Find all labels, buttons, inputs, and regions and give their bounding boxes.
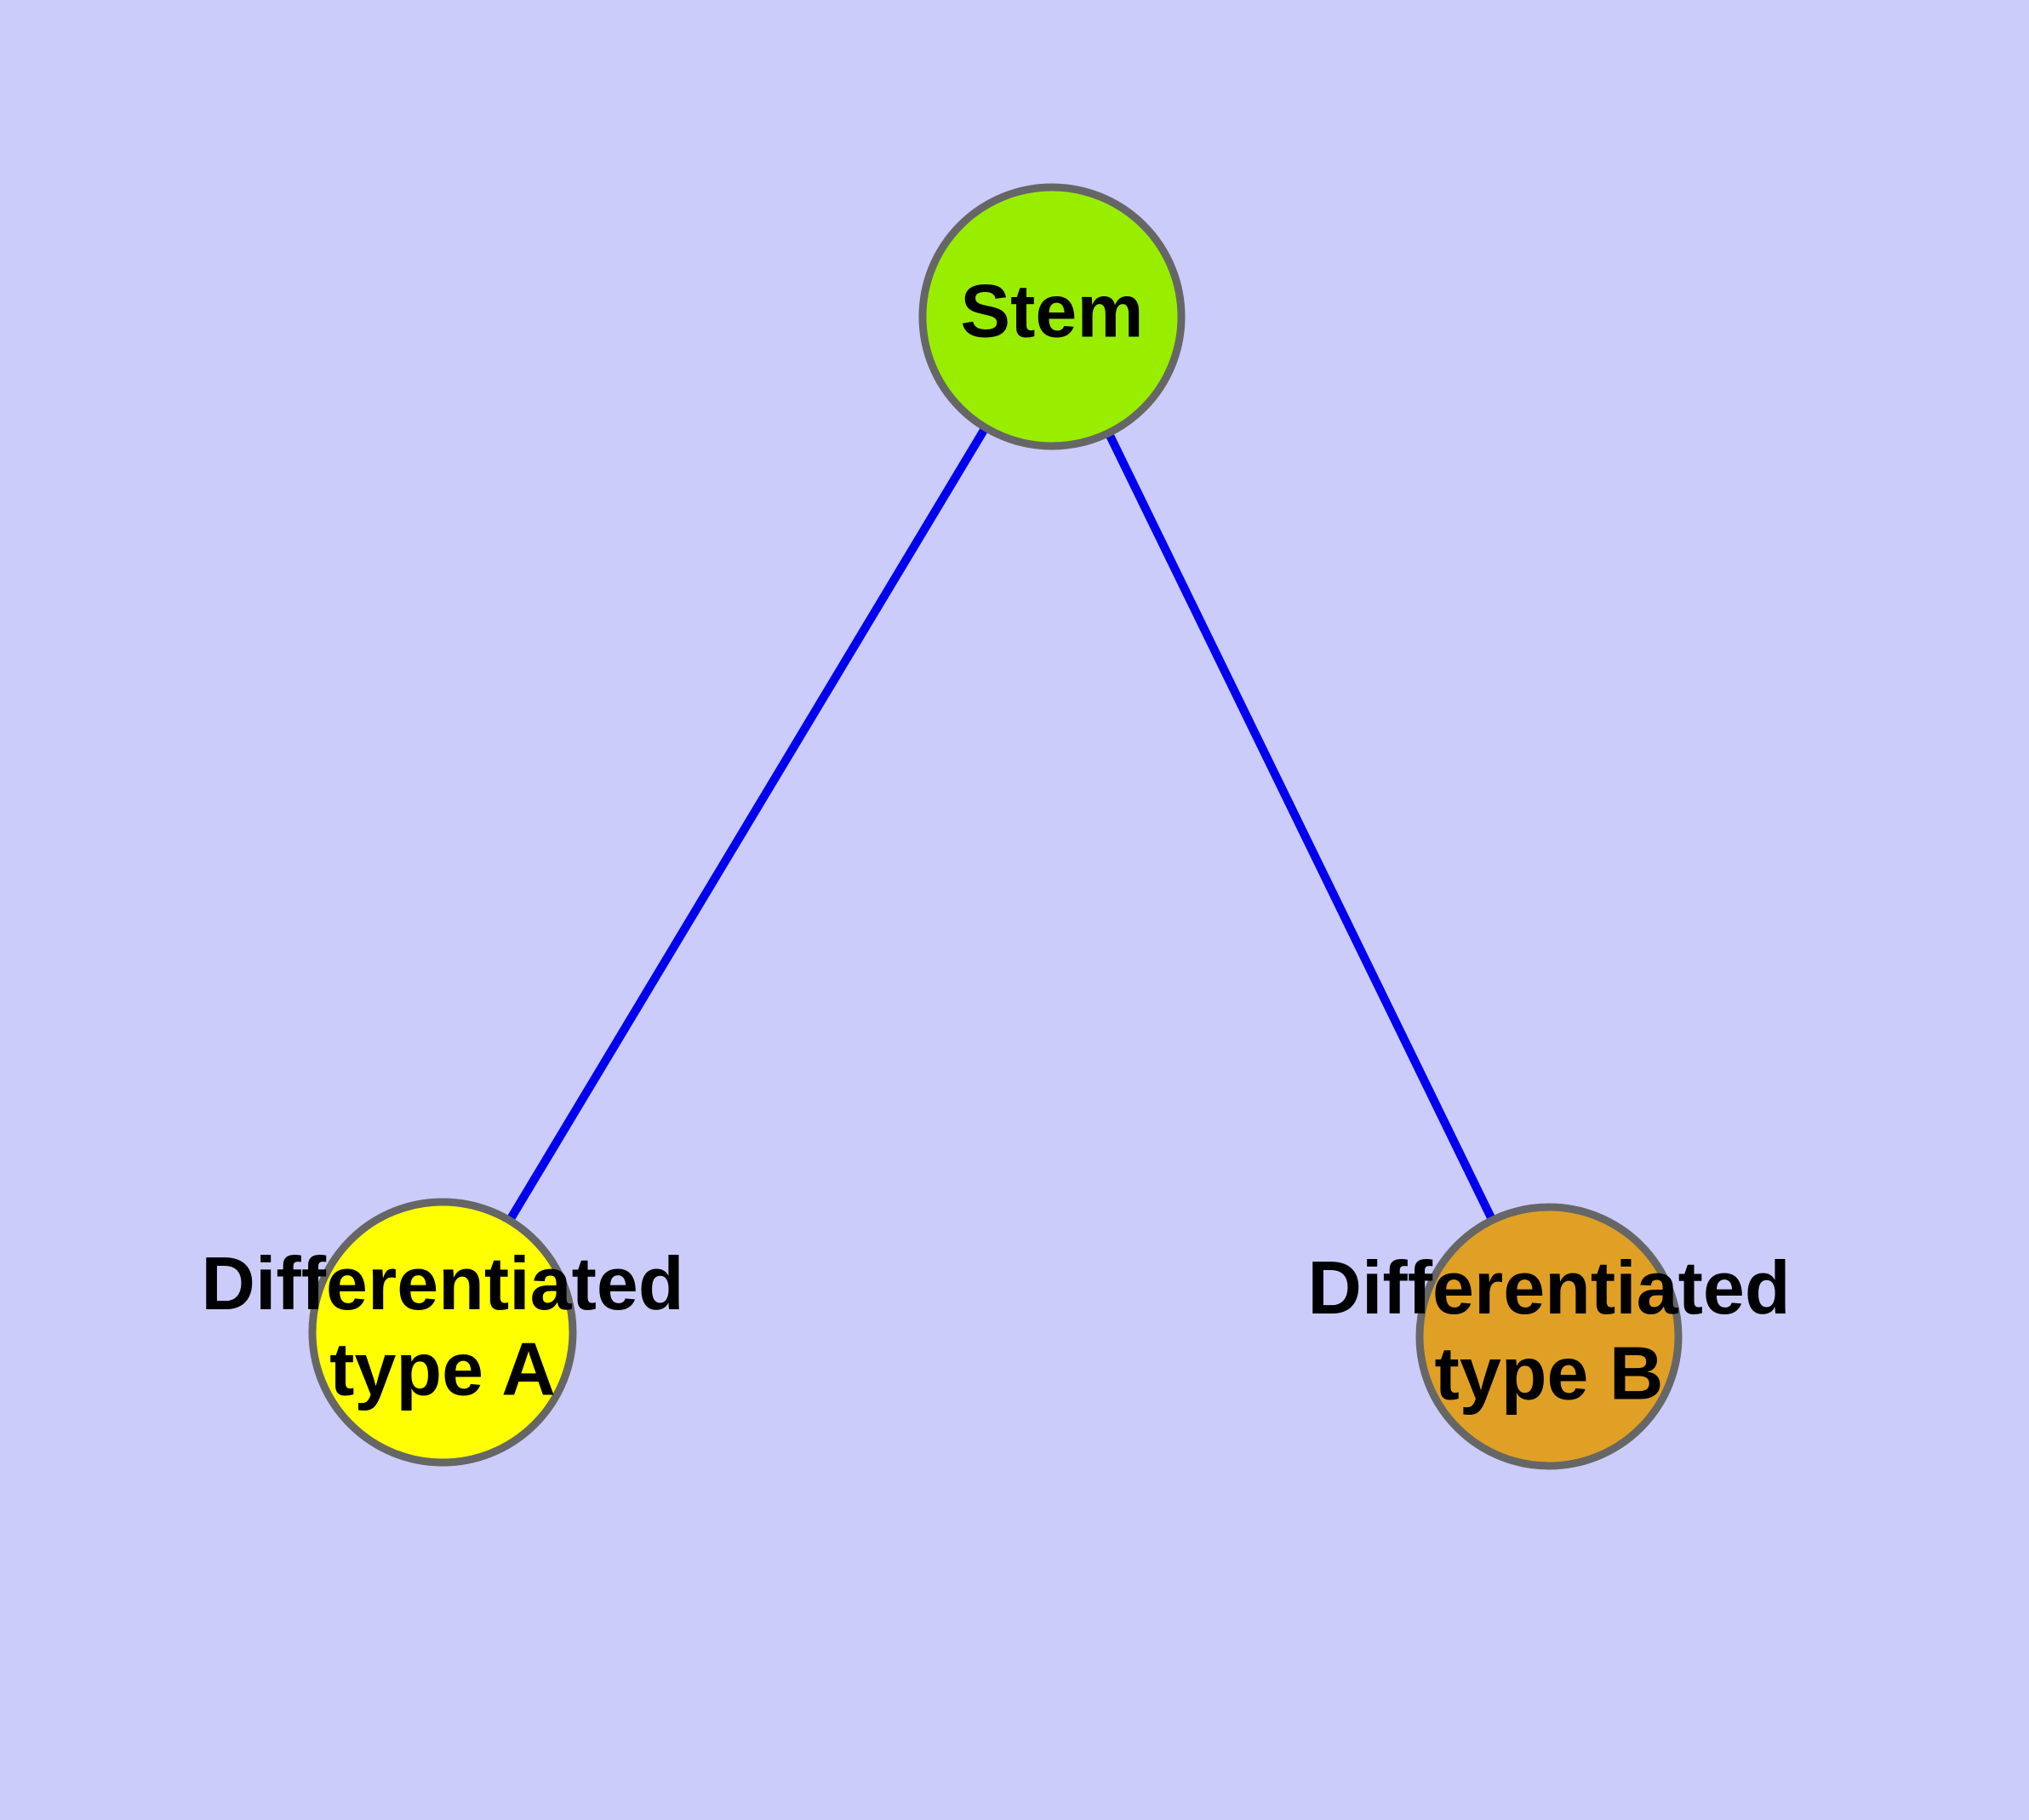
edge-group: [438, 314, 1553, 1339]
node-stem-label: Stem: [960, 268, 1143, 352]
node-differentiated-type-a[interactable]: Differentiated type A: [201, 1198, 684, 1467]
node-differentiated-type-b-label-line2: type B: [1435, 1331, 1664, 1415]
node-stem[interactable]: Stem: [918, 183, 1186, 450]
node-group: Stem Differentiated type A Differentiate…: [201, 183, 1791, 1470]
node-differentiated-type-a-label-line2: type A: [329, 1326, 556, 1411]
node-differentiated-type-a-circle[interactable]: [308, 1198, 577, 1467]
node-differentiated-type-b-label-line1: Differentiated: [1307, 1245, 1790, 1330]
edge-stem-to-type-b[interactable]: [1048, 314, 1553, 1339]
edge-stem-to-type-a[interactable]: [438, 314, 1056, 1335]
node-differentiated-type-a-label-line1: Differentiated: [201, 1241, 683, 1325]
node-differentiated-type-b-circle[interactable]: [1415, 1203, 1683, 1470]
node-stem-circle[interactable]: [918, 183, 1186, 450]
node-differentiated-type-b[interactable]: Differentiated type B: [1307, 1203, 1791, 1470]
